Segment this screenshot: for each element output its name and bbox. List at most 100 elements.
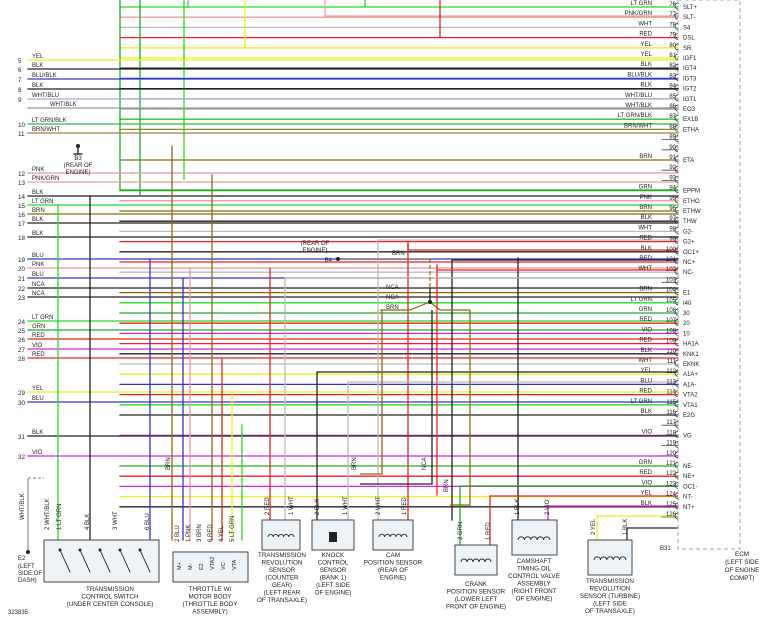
wire-label: RED: [32, 333, 45, 339]
ground-b4-wire: BRN: [392, 251, 405, 257]
ground-e2-dot: [26, 550, 30, 554]
wire-label: YEL: [32, 54, 44, 60]
line-number: 19: [18, 257, 26, 264]
throttle-title: (THROTTLE BODY: [183, 601, 239, 608]
pin-socket: [674, 420, 679, 428]
wire-label: BRN: [639, 205, 652, 211]
trs-turbine-title: OF TRANSAXLE): [585, 608, 635, 615]
ecm-pin-number: 126: [666, 512, 677, 518]
line-number: 9: [18, 97, 22, 104]
wire-label: NCA: [32, 282, 45, 288]
crank-title: CRANK: [465, 581, 488, 588]
throttle-terminal: VC: [221, 562, 227, 570]
ecm-pin-number: 105: [666, 298, 677, 304]
pin-socket: [674, 380, 679, 387]
ecm-pin-name: SR: [683, 46, 692, 52]
wire-label: NCA: [32, 291, 45, 297]
wire-label: BLK: [641, 409, 652, 415]
wire-label: BLK: [32, 83, 43, 89]
ecm-pin-number: 111: [667, 359, 677, 365]
wire-label: WHT/BLK: [625, 103, 652, 109]
ecm-pin-number: 100: [666, 247, 677, 253]
wire-label: PNK: [32, 167, 44, 173]
ecm-pin-number: 104: [666, 288, 677, 294]
ecm-pin-120: 120: [666, 451, 679, 459]
line-number: 10: [18, 122, 26, 129]
ecm-pin-number: 78: [669, 22, 676, 28]
vertical-brn-label: BRN: [166, 457, 172, 470]
pin-socket: [674, 12, 679, 20]
wire-label: BLK: [641, 215, 652, 221]
tcs-pin: 1 LT GRN: [57, 504, 63, 530]
pin-socket: [674, 257, 679, 265]
pin-socket: [674, 155, 679, 163]
wire-label: LT GRN: [631, 399, 652, 405]
line-number: 21: [18, 276, 26, 283]
wire-label: BLU: [32, 253, 44, 259]
pin-socket: [674, 471, 679, 479]
wire-label: BLU/BLK: [32, 73, 57, 79]
ecm-pin-89: 89: [669, 135, 679, 142]
ecm-pin-name: SLT+: [683, 5, 698, 11]
wire-label: RED: [639, 470, 652, 476]
throttle-terminal: VTA2: [210, 557, 216, 570]
diagram-id: 323835: [8, 610, 29, 616]
ecm-pin-number: 110: [666, 349, 676, 355]
pin-socket: [674, 349, 679, 357]
line-number: 17: [18, 221, 26, 228]
ecm-pin-number: 95: [669, 196, 676, 202]
pin-socket: [674, 125, 679, 132]
ecm-pin-name: KNK1: [683, 352, 699, 358]
ecm-pin-name: DSL: [683, 36, 695, 42]
line-number: 12: [18, 171, 26, 178]
wire-label: BLK: [641, 246, 652, 252]
ecm-pin-93: 93: [669, 175, 679, 183]
ecm-pin-name: IGT2: [683, 87, 697, 93]
ground-e2-label: SIDE OF: [18, 571, 42, 577]
throttle-pin: 2 BLU: [175, 525, 181, 542]
ecm-pin-number: 106: [666, 308, 677, 314]
ecm-pin-name: IGT3: [683, 76, 697, 82]
trs_counter-title: OF TRANSAXLE): [257, 597, 307, 604]
pin-socket: [674, 502, 679, 510]
ecm-pin-number: 92: [669, 165, 676, 171]
tcs-title: (UNDER CENTER CONSOLE): [67, 601, 154, 608]
wire-label: BLK: [641, 501, 652, 507]
trs-turbine-pin: 2 YEL: [591, 518, 597, 535]
ground-b4-dot: [336, 257, 340, 261]
line-number: 25: [18, 328, 26, 335]
pin-socket: [674, 135, 679, 142]
line-number: 18: [18, 235, 26, 242]
tcs-switch: [119, 549, 131, 573]
cam-pin: 1 RED: [402, 497, 408, 515]
knock-title: CONTROL: [318, 560, 349, 567]
throttle-title: ASSEMBLY): [192, 609, 228, 616]
line-number: 15: [18, 203, 26, 210]
splice-brn: [429, 301, 470, 311]
wire-label: WHT/BLU: [32, 93, 59, 99]
wire-label: BLK: [32, 217, 43, 223]
splice-label: BRN: [386, 305, 399, 311]
ground-e2-wire: WHT/BLK: [20, 493, 26, 520]
ecm-pin-name: A1A-: [683, 382, 696, 388]
trs_counter-pin: 1 WHT: [289, 496, 295, 515]
wire-label: BLU: [640, 378, 652, 384]
